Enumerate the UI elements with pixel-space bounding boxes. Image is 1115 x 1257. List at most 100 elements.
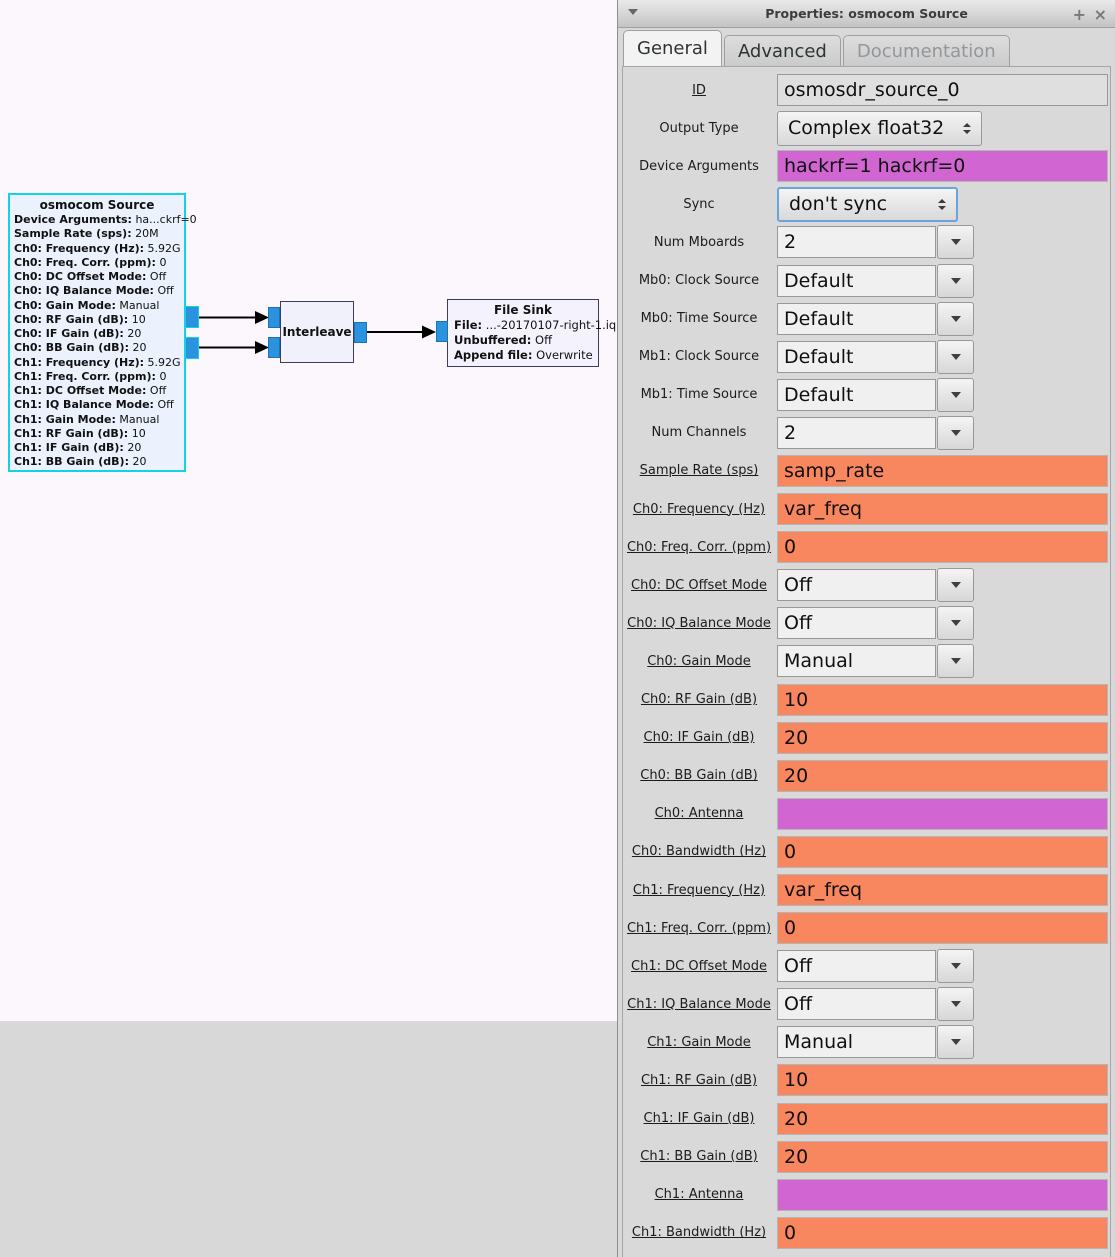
tab-documentation[interactable]: Documentation bbox=[842, 35, 1010, 66]
field-sample-rate-sps[interactable]: samp_rate bbox=[777, 454, 1108, 487]
param-label: Ch0: IQ Balance Mode bbox=[627, 615, 771, 631]
param-label: Sample Rate (sps) bbox=[639, 463, 759, 479]
chevron-up-icon bbox=[938, 198, 946, 203]
field-mb1-time-source[interactable]: Default bbox=[777, 378, 936, 411]
dropdown-button-ch1-gain-mode[interactable] bbox=[937, 1025, 974, 1060]
chevron-down-icon bbox=[950, 277, 961, 284]
param-field: 20 bbox=[777, 1140, 1108, 1173]
field-ch0-antenna[interactable] bbox=[777, 797, 1108, 830]
block-interleave[interactable]: Interleave bbox=[280, 301, 354, 363]
dropdown-button-num-channels[interactable] bbox=[937, 415, 974, 450]
block-param-line: Ch1: RF Gain (dB): 10 bbox=[14, 426, 146, 440]
param-row-ch0-freq-corr-ppm: Ch0: Freq. Corr. (ppm)0 bbox=[623, 528, 1110, 566]
param-label: Ch1: DC Offset Mode bbox=[631, 958, 767, 974]
field-mb0-time-source[interactable]: Default bbox=[777, 302, 936, 335]
dropdown-button-mb1-time-source[interactable] bbox=[937, 377, 974, 412]
dropdown-button-ch0-gain-mode[interactable] bbox=[937, 644, 974, 679]
field-ch0-bandwidth-hz[interactable]: 0 bbox=[777, 835, 1108, 868]
tab-advanced[interactable]: Advanced bbox=[723, 35, 841, 66]
field-num-channels[interactable]: 2 bbox=[777, 416, 936, 449]
flowgraph-canvas[interactable]: osmocom Source Device Arguments: ha...ck… bbox=[0, 0, 617, 1021]
connection-interleave-to-filesink[interactable] bbox=[366, 325, 436, 339]
field-ch0-rf-gain-db[interactable]: 10 bbox=[777, 683, 1108, 716]
chevron-down-icon bbox=[963, 129, 971, 134]
param-label: Ch0: BB Gain (dB) bbox=[640, 768, 758, 784]
field-ch1-iq-balance-mode[interactable]: Off bbox=[777, 988, 936, 1021]
block-title: Interleave bbox=[282, 325, 352, 339]
combo-output-type[interactable]: Complex float32 bbox=[777, 110, 982, 146]
connection-src0-to-interleave[interactable] bbox=[199, 311, 269, 324]
param-row-ch0-iq-balance-mode: Ch0: IQ Balance Mode Off bbox=[623, 604, 1110, 642]
param-field: 0 bbox=[777, 835, 1108, 868]
block-param-line: Ch1: DC Offset Mode: Off bbox=[14, 384, 167, 397]
dropdown-button-num-mboards[interactable] bbox=[937, 225, 974, 260]
port-interleave-in1[interactable] bbox=[268, 337, 280, 358]
window-maximize-icon[interactable]: + bbox=[1072, 4, 1086, 24]
field-ch1-bb-gain-db[interactable]: 20 bbox=[777, 1140, 1108, 1173]
field-ch1-dc-offset-mode[interactable]: Off bbox=[777, 950, 936, 983]
chevron-up-icon bbox=[963, 122, 971, 127]
field-ch1-bandwidth-hz[interactable]: 0 bbox=[777, 1216, 1108, 1249]
block-osmocom-source[interactable]: osmocom Source Device Arguments: ha...ck… bbox=[8, 193, 197, 472]
field-ch0-dc-offset-mode[interactable]: Off bbox=[777, 569, 936, 602]
param-row-ch0-antenna: Ch0: Antenna bbox=[623, 795, 1110, 833]
port-interleave-out0[interactable] bbox=[354, 322, 367, 343]
field-ch0-iq-balance-mode[interactable]: Off bbox=[777, 607, 936, 640]
port-interleave-in0[interactable] bbox=[268, 307, 280, 328]
block-param-line: Ch1: Gain Mode: Manual bbox=[14, 412, 160, 426]
param-label: Num Mboards bbox=[653, 234, 745, 250]
dropdown-button-ch0-dc-offset-mode[interactable] bbox=[937, 568, 974, 603]
field-ch0-frequency-hz[interactable]: var_freq bbox=[777, 493, 1108, 526]
window-titlebar[interactable]: Properties: osmocom Source + × bbox=[618, 0, 1115, 28]
param-row-ch1-dc-offset-mode: Ch1: DC Offset Mode Off bbox=[623, 947, 1110, 985]
field-id[interactable]: osmosdr_source_0 bbox=[777, 74, 1108, 107]
tab-general[interactable]: General bbox=[623, 30, 722, 66]
chevron-down-icon bbox=[950, 315, 961, 322]
dropdown-button-mb0-clock-source[interactable] bbox=[937, 263, 974, 298]
port-osmocom-out1[interactable] bbox=[185, 337, 199, 359]
window-shade-icon[interactable] bbox=[628, 9, 638, 15]
dropdown-button-mb0-time-source[interactable] bbox=[937, 301, 974, 336]
window-close-icon[interactable]: × bbox=[1093, 4, 1107, 24]
dropdown-button-mb1-clock-source[interactable] bbox=[937, 339, 974, 374]
port-osmocom-out0[interactable] bbox=[185, 306, 199, 328]
connection-src1-to-interleave[interactable] bbox=[199, 341, 269, 354]
param-row-ch0-if-gain-db: Ch0: IF Gain (dB) 20 bbox=[623, 719, 1110, 757]
combo-sync[interactable]: don't sync bbox=[777, 186, 958, 222]
field-ch0-bb-gain-db[interactable]: 20 bbox=[777, 759, 1108, 792]
param-row-ch0-bandwidth-hz: Ch0: Bandwidth (Hz)0 bbox=[623, 833, 1110, 871]
field-ch1-freq-corr-ppm[interactable]: 0 bbox=[777, 912, 1108, 945]
param-label: Ch0: IF Gain (dB) bbox=[643, 730, 755, 746]
field-device-arguments[interactable]: hackrf=1 hackrf=0 bbox=[777, 150, 1108, 183]
field-ch1-if-gain-db[interactable]: 20 bbox=[777, 1102, 1108, 1135]
field-mb1-clock-source[interactable]: Default bbox=[777, 340, 936, 373]
dropdown-button-ch0-iq-balance-mode[interactable] bbox=[937, 606, 974, 641]
block-param-line: Ch1: IQ Balance Mode: Off bbox=[14, 398, 174, 412]
block-param-line: Ch0: Gain Mode: Manual bbox=[14, 298, 160, 312]
field-ch1-rf-gain-db[interactable]: 10 bbox=[777, 1064, 1108, 1097]
param-field bbox=[777, 1178, 1108, 1211]
param-label: Mb1: Time Source bbox=[640, 387, 758, 403]
field-ch0-freq-corr-ppm[interactable]: 0 bbox=[777, 531, 1108, 564]
port-filesink-in0[interactable] bbox=[436, 321, 448, 342]
field-ch1-gain-mode[interactable]: Manual bbox=[777, 1026, 936, 1059]
param-field: Off bbox=[777, 606, 974, 641]
dropdown-button-ch1-iq-balance-mode[interactable] bbox=[937, 987, 974, 1022]
field-ch0-gain-mode[interactable]: Manual bbox=[777, 645, 936, 678]
field-mb0-clock-source[interactable]: Default bbox=[777, 264, 936, 297]
param-label: Num Channels bbox=[651, 425, 747, 441]
field-ch1-antenna[interactable] bbox=[777, 1178, 1108, 1211]
param-label: Ch0: Gain Mode bbox=[647, 653, 751, 669]
field-ch0-if-gain-db[interactable]: 20 bbox=[777, 721, 1108, 754]
field-num-mboards[interactable]: 2 bbox=[777, 226, 936, 259]
field-ch1-frequency-hz[interactable]: var_freq bbox=[777, 874, 1108, 907]
dropdown-button-ch1-dc-offset-mode[interactable] bbox=[937, 949, 974, 984]
block-param-line: Ch1: Freq. Corr. (ppm): 0 bbox=[14, 369, 167, 383]
chevron-down-icon bbox=[950, 658, 961, 665]
